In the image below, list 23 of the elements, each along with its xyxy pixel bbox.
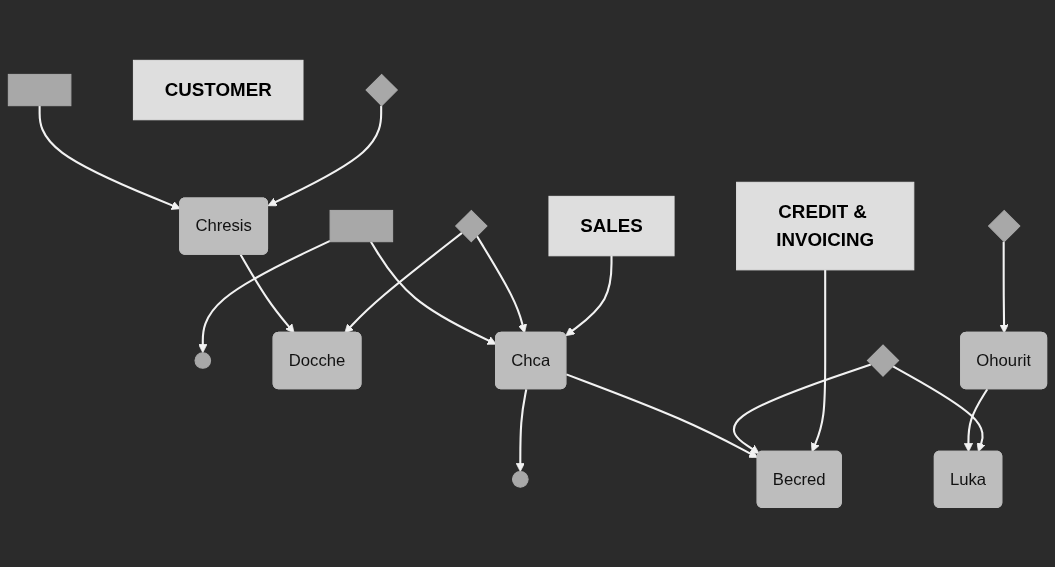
arrow: [810, 269, 827, 452]
arrow: [198, 239, 331, 353]
node-diamond: [454, 209, 488, 242]
arrow: [963, 388, 989, 452]
node-box: [329, 209, 394, 242]
node-diamond: [365, 73, 399, 106]
node-diamond: [987, 209, 1021, 242]
node-ellipse: [511, 470, 529, 488]
node-box: CUSTOMER: [132, 59, 304, 120]
node-diamond: [866, 343, 900, 377]
node-box: SALES: [548, 195, 675, 256]
node-box: [7, 73, 72, 106]
arrow: [892, 364, 986, 452]
node-ellipse: [194, 351, 212, 369]
arrow: [515, 388, 528, 472]
arrow: [565, 255, 613, 336]
arrow: [267, 105, 383, 206]
arrow: [999, 241, 1009, 333]
arrow: [344, 231, 463, 333]
arrow: [732, 363, 872, 454]
arrow: [239, 253, 295, 333]
arrow: [475, 234, 527, 333]
node-box: CREDIT & INVOICING: [736, 181, 915, 270]
